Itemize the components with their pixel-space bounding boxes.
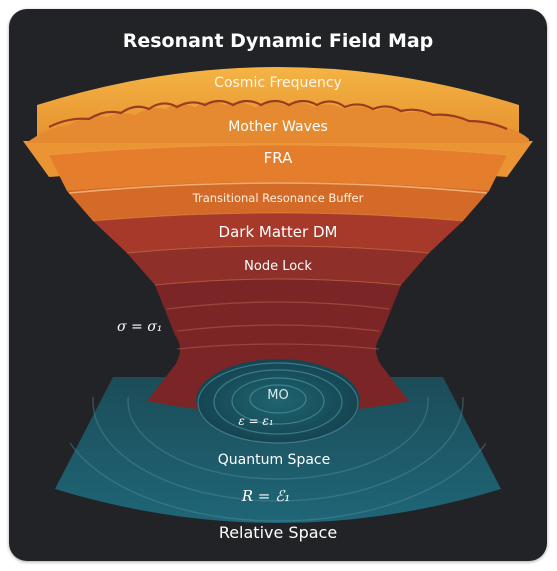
- throat-rings: [166, 301, 390, 350]
- wave-line: [48, 99, 508, 131]
- mo-core: [196, 359, 360, 444]
- fra-layer: [49, 145, 507, 191]
- transitional-buffer-layer: [67, 182, 489, 221]
- diagram-card: Resonant Dynamic Field Map Cosmic Freque…: [9, 9, 547, 561]
- diagram-title: Resonant Dynamic Field Map: [123, 30, 434, 52]
- mother-waves-label: Mother Waves: [228, 119, 328, 135]
- node-lock-layer: [127, 246, 429, 285]
- wave-separator: [27, 101, 529, 143]
- cosmic-frequency-label: Cosmic Frequency: [214, 75, 342, 91]
- field-map-diagram: Resonant Dynamic Field Map Cosmic Freque…: [23, 30, 533, 542]
- dark-matter-layer: [93, 213, 463, 253]
- fra-label: FRA: [264, 149, 293, 167]
- r-equation: R = ℰ₁: [241, 487, 291, 505]
- sigma-equation: σ = σ₁: [117, 319, 162, 335]
- transitional-buffer-label: Transitional Resonance Buffer: [192, 191, 364, 205]
- dark-matter-label: Dark Matter DM: [219, 223, 338, 241]
- mo-label: MO: [267, 388, 288, 403]
- quantum-space-label: Quantum Space: [218, 452, 330, 468]
- epsilon-equation: ε = ε₁: [238, 414, 273, 428]
- relative-space-label: Relative Space: [219, 523, 337, 542]
- node-lock-label: Node Lock: [244, 259, 312, 274]
